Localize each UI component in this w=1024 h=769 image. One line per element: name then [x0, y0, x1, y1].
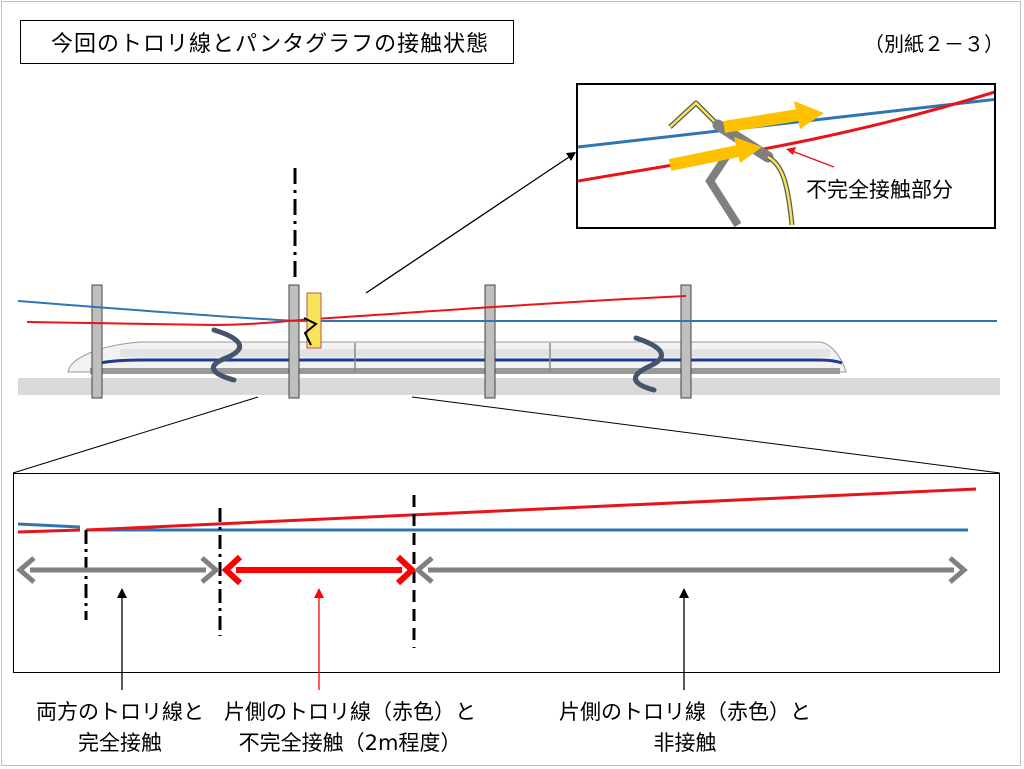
range-arrow-no-contact-head-left — [414, 556, 434, 584]
zoom-line-right — [411, 396, 1001, 474]
panel-blue-wire-left — [17, 522, 81, 529]
pointer-full-contact-head — [117, 588, 127, 598]
pole-4 — [680, 284, 692, 399]
page-title: 今回のトロリ線とパンタグラフの接触状態 — [20, 20, 514, 64]
train-window-band — [120, 349, 830, 357]
inset-blue-wire — [578, 97, 994, 149]
inset-pantograph-horn-left-inner — [669, 101, 719, 128]
red-wire — [26, 295, 687, 327]
train-underbody — [90, 368, 840, 374]
inset-yellow-arrow-top-head — [794, 101, 824, 129]
caption-full-contact: 両方のトロリ線と 完全接触 — [10, 697, 230, 759]
caption-full-contact-line1: 両方のトロリ線と — [36, 700, 204, 724]
pointer-no-contact-head — [679, 588, 689, 598]
track — [18, 378, 1000, 395]
range-arrow-incomplete-contact-head-left — [221, 554, 243, 586]
range-arrow-no-contact-head-right — [948, 556, 968, 584]
range-arrow-incomplete-contact-head-right — [395, 554, 417, 586]
caption-no-contact-line1: 片側のトロリ線（赤色）と — [559, 700, 811, 724]
inset-pantograph-arm — [705, 148, 742, 227]
incomplete-contact-label: 不完全接触部分 — [806, 178, 953, 202]
pole-3 — [484, 284, 496, 399]
callout-line — [365, 154, 573, 294]
pantograph — [303, 317, 318, 346]
caption-incomplete-contact-line2: 不完全接触（2m程度） — [238, 731, 462, 755]
section-break-right — [633, 335, 664, 393]
caption-no-contact-line2: 非接触 — [653, 731, 717, 755]
inset-red-wire — [578, 90, 994, 183]
caption-incomplete-contact: 片側のトロリ線（赤色）と 不完全接触（2m程度） — [205, 697, 495, 759]
reference-label: （別紙２－３） — [864, 32, 1004, 56]
pole-1 — [91, 284, 103, 399]
blue-wire — [17, 300, 997, 322]
detail-panel — [13, 473, 1000, 673]
caption-incomplete-contact-line1: 片側のトロリ線（赤色）と — [224, 700, 476, 724]
range-arrow-full-contact-head-left — [16, 556, 36, 584]
inset-yellow-arrow-bottom-shaft — [668, 145, 740, 171]
train-stripe — [99, 358, 843, 365]
caption-full-contact-line2: 完全接触 — [78, 731, 162, 755]
zoom-line-left — [12, 396, 259, 474]
section-break-left — [211, 327, 242, 383]
inset-pointer-arrowhead — [786, 147, 796, 155]
panel-red-wire — [85, 487, 977, 532]
page-title-text: 今回のトロリ線とパンタグラフの接触状態 — [51, 32, 490, 57]
detail-inset — [576, 83, 996, 229]
panel-red-wire-left — [17, 528, 81, 534]
pole-2 — [288, 284, 300, 399]
inset-yellow-arrow-bottom-head — [734, 137, 762, 163]
inset-yellow-arrow-top-shaft — [723, 109, 799, 133]
range-arrow-full-contact-head-right — [200, 556, 220, 584]
callout-arrowhead — [566, 152, 576, 161]
inset-pantograph-horn-right-inner — [767, 155, 794, 226]
inset-pointer-line — [791, 150, 835, 168]
caption-no-contact: 片側のトロリ線（赤色）と 非接触 — [540, 697, 830, 759]
inset-drawing — [578, 90, 994, 227]
pointer-incomplete-contact-head — [314, 588, 324, 598]
